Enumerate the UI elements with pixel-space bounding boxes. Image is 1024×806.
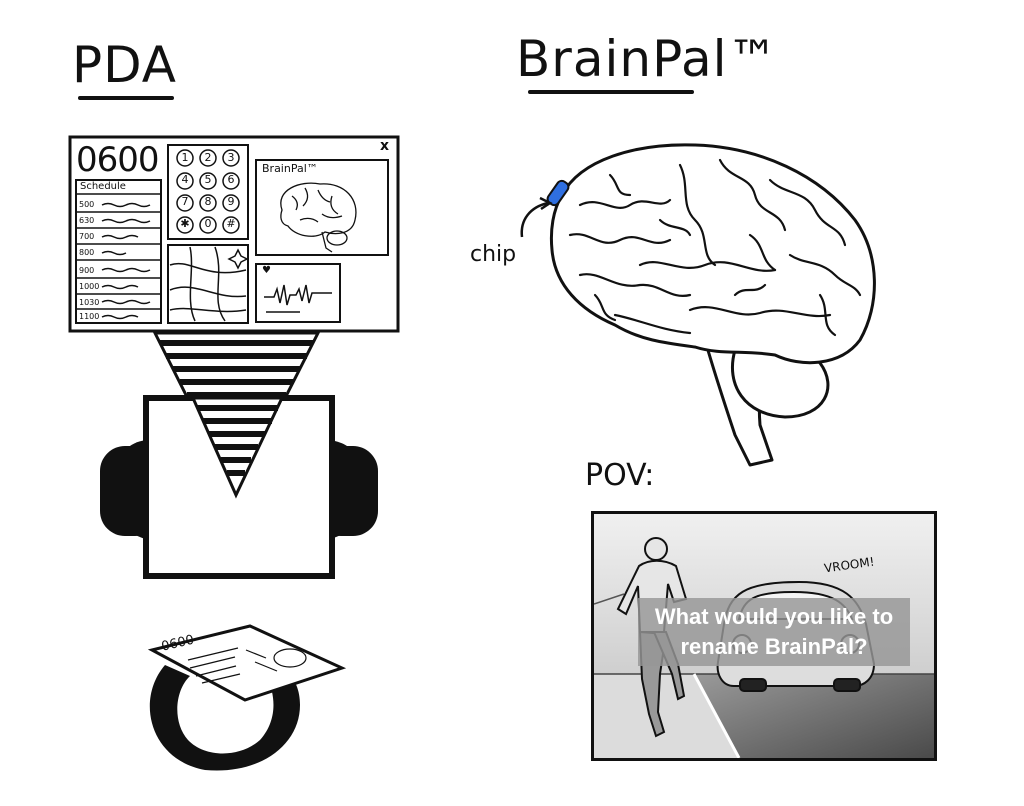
caption-overlay: What would you like to rename BrainPal? (638, 598, 910, 666)
keypad-panel (167, 144, 249, 240)
pda-time-display: 0600 (76, 140, 160, 180)
keypad-key[interactable]: 1 (181, 151, 189, 164)
schedule-time: 900 (79, 266, 95, 275)
pda-hologram-illustration (68, 135, 400, 771)
schedule-title: Schedule (80, 181, 126, 192)
pov-label: POV: (585, 458, 655, 493)
keypad-key[interactable]: 6 (227, 173, 235, 186)
chip-label: chip (470, 242, 517, 267)
brainpal-panel-label: BrainPal™ (262, 162, 318, 175)
brainpal-panel (255, 159, 389, 256)
schedule-time: 1100 (79, 312, 100, 321)
keypad-key[interactable]: ✱ (180, 217, 190, 230)
brain-folds (568, 158, 862, 337)
wrist-device-large (100, 395, 378, 579)
schedule-time: 800 (79, 248, 95, 257)
pda-title: PDA (72, 36, 177, 94)
heart-icon: ♥ (262, 265, 271, 276)
keypad-key[interactable]: 0 (204, 217, 212, 230)
brain-mini-icon (280, 182, 357, 253)
keypad-key[interactable]: 8 (204, 195, 212, 208)
schedule-time: 630 (79, 216, 95, 225)
brainpal-title: BrainPal™ (516, 30, 779, 88)
schedule-time: 700 (79, 232, 95, 241)
pov-panel: VROOM! What would you like to rename Bra… (591, 511, 937, 761)
brainpal-title-underline (528, 90, 694, 94)
schedule-time: 1030 (79, 298, 100, 307)
chip-pointer-arrow (520, 196, 553, 238)
map-icon (169, 246, 249, 322)
keypad-key[interactable]: 5 (204, 173, 212, 186)
keypad-key[interactable]: 2 (204, 151, 212, 164)
keypad-key[interactable]: 9 (227, 195, 235, 208)
schedule-panel (75, 179, 162, 324)
wrist-device-small (147, 624, 347, 771)
brain-illustration (546, 143, 876, 467)
keypad-key[interactable]: # (226, 217, 236, 230)
pda-title-underline (78, 96, 174, 100)
keypad-key[interactable]: 7 (181, 195, 189, 208)
schedule-times: 500 630 700 800 900 1000 1030 1100 (79, 197, 101, 325)
cerebrum (549, 143, 876, 365)
keypad-keys: 1 2 3 4 5 6 7 8 9 ✱ 0 # (177, 151, 245, 230)
schedule-time: 1000 (79, 282, 100, 291)
schedule-time: 500 (79, 200, 95, 209)
keypad-key[interactable]: 3 (227, 151, 235, 164)
caption-line-1: What would you like to (654, 604, 894, 629)
keypad-key[interactable]: 4 (181, 173, 189, 186)
close-icon[interactable]: x (380, 138, 390, 154)
heartbeat-line-icon (264, 284, 332, 313)
caption-line-2: rename BrainPal? (680, 634, 868, 659)
